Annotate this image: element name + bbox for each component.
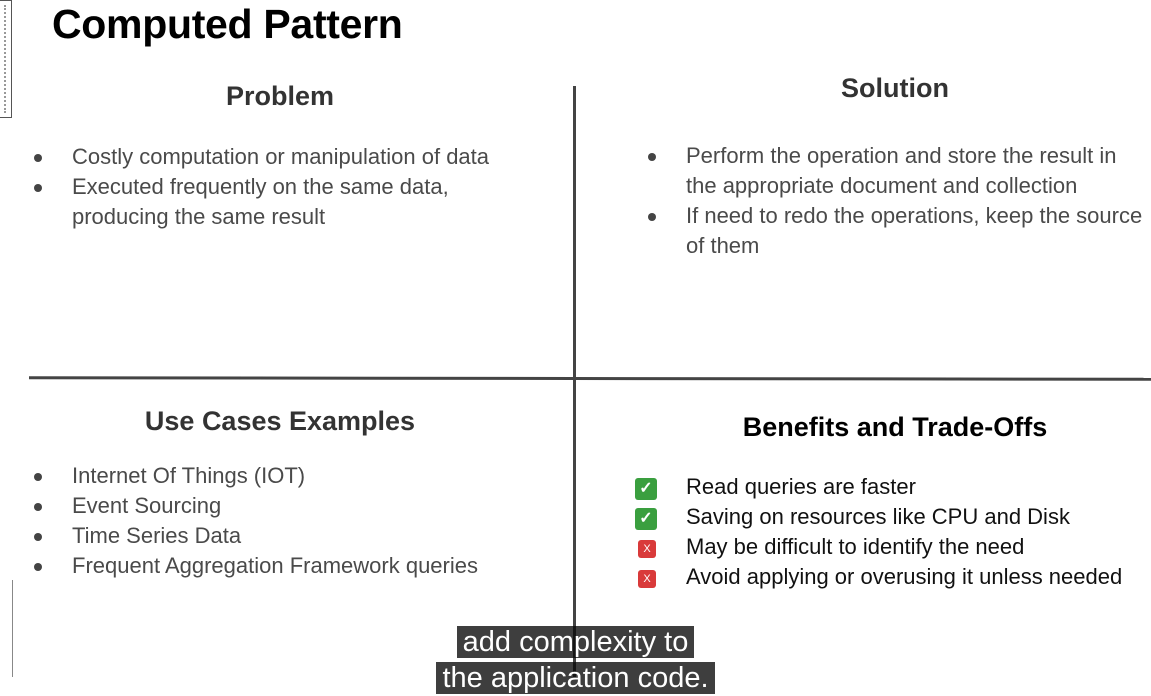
tradeoff-text: Avoid applying or overusing it unless ne… bbox=[686, 564, 1123, 589]
list-item: Perform the operation and store the resu… bbox=[644, 141, 1149, 201]
tradeoff-text: May be difficult to identify the need bbox=[686, 534, 1025, 559]
subtitle-text: add complexity to bbox=[456, 626, 695, 658]
benefits-list: ✓ Read queries are faster ✓ Saving on re… bbox=[635, 472, 1126, 592]
benefit-text: Saving on resources like CPU and Disk bbox=[686, 504, 1070, 529]
cross-mark-icon: X bbox=[638, 570, 656, 588]
quadrant-vertical-divider bbox=[573, 86, 576, 677]
subtitle-line: the application code. bbox=[0, 660, 1151, 696]
list-item: X Avoid applying or overusing it unless … bbox=[636, 562, 1126, 592]
list-item: ✓ Read queries are faster bbox=[635, 472, 1126, 502]
subtitle-text: the application code. bbox=[436, 662, 715, 694]
solution-list: Perform the operation and store the resu… bbox=[644, 141, 1149, 261]
check-mark-icon: ✓ bbox=[635, 508, 657, 530]
list-item: Internet Of Things (IOT) bbox=[30, 461, 560, 491]
cross-mark-icon: X bbox=[638, 540, 656, 558]
use-cases-heading: Use Cases Examples bbox=[144, 406, 416, 436]
problem-list: Costly computation or manipulation of da… bbox=[30, 142, 510, 232]
benefits-heading: Benefits and Trade-Offs bbox=[742, 412, 1048, 442]
list-item: ✓ Saving on resources like CPU and Disk bbox=[635, 502, 1126, 532]
list-item: Costly computation or manipulation of da… bbox=[30, 142, 510, 172]
solution-heading: Solution bbox=[841, 73, 949, 103]
check-mark-icon: ✓ bbox=[635, 478, 657, 500]
subtitle-line: add complexity to bbox=[0, 624, 1151, 660]
list-item: Event Sourcing bbox=[30, 491, 560, 521]
list-item: X May be difficult to identify the need bbox=[636, 532, 1126, 562]
quadrant-horizontal-divider bbox=[28, 376, 1151, 381]
list-item: Executed frequently on the same data, pr… bbox=[30, 172, 510, 232]
benefit-text: Read queries are faster bbox=[686, 474, 916, 499]
use-cases-list: Internet Of Things (IOT) Event Sourcing … bbox=[30, 461, 560, 581]
slide-thumbnail-edge bbox=[0, 0, 12, 118]
list-item: If need to redo the operations, keep the… bbox=[644, 201, 1149, 261]
list-item: Time Series Data bbox=[30, 521, 560, 551]
page-title: Computed Pattern bbox=[52, 1, 403, 47]
left-edge-line bbox=[12, 580, 13, 677]
list-item: Frequent Aggregation Framework queries bbox=[30, 551, 560, 581]
problem-heading: Problem bbox=[225, 81, 335, 111]
